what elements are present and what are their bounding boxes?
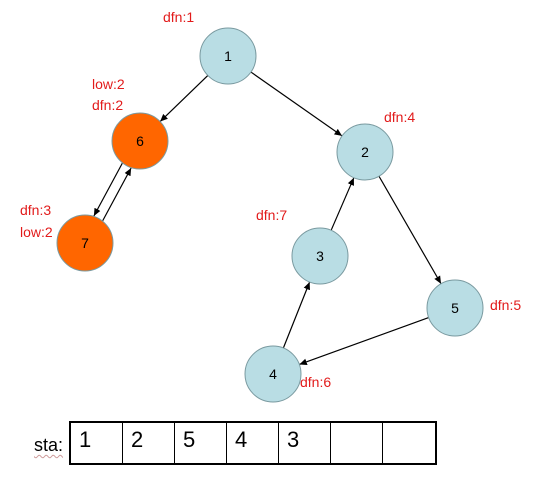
node-label: 3 [316, 248, 324, 264]
stack-title: sta: [34, 435, 64, 455]
node-circle [336, 123, 394, 181]
edge-6-to-7 [93, 162, 123, 217]
node-label: 6 [136, 133, 144, 149]
graph-svg: 1 6 2 7 3 5 4 dfn:1 low:2 dfn:2 dfn:4 dfn:3 low:2 df… [20, 9, 521, 403]
node-circle [111, 112, 169, 170]
stack-container: sta: 1 2 5 4 3 [34, 421, 438, 465]
stack-array: 1 2 5 4 3 [69, 421, 438, 465]
edge-1-to-6 [159, 75, 209, 122]
node-circle [291, 227, 349, 285]
stack-cell [383, 423, 435, 463]
stack-cell: 1 [71, 423, 124, 463]
node-6: 6 [111, 112, 169, 170]
annotation-n6-dfn: dfn:2 [92, 97, 123, 113]
annotation-n4-dfn: dfn:6 [300, 374, 331, 390]
node-label: 5 [451, 300, 459, 316]
edge-7-to-6 [102, 167, 132, 222]
annotation-n1-dfn: dfn:1 [163, 9, 194, 25]
annotation-n2-dfn: dfn:4 [384, 109, 415, 125]
node-label: 2 [361, 144, 369, 160]
annotation-n7-dfn: dfn:3 [20, 202, 51, 218]
stack-cell: 3 [279, 423, 332, 463]
node-2: 2 [336, 123, 394, 181]
stack-cell: 2 [123, 423, 176, 463]
node-1: 1 [199, 27, 257, 85]
node-5: 5 [426, 279, 484, 337]
node-circle [426, 279, 484, 337]
annotation-n7-low: low:2 [20, 224, 53, 240]
node-label: 4 [269, 366, 277, 382]
node-circle [244, 345, 302, 403]
node-circle [199, 27, 257, 85]
edge-2-to-5 [378, 175, 442, 285]
edge-3-to-2 [330, 177, 355, 231]
node-label: 7 [81, 235, 89, 251]
edge-1-to-2 [250, 71, 343, 137]
edge-4-to-3 [282, 281, 311, 349]
annotation-n5-dfn: dfn:5 [490, 297, 521, 313]
node-label: 1 [224, 48, 232, 64]
node-7: 7 [56, 214, 114, 272]
annotation-n3-dfn: dfn:7 [256, 207, 287, 223]
node-4: 4 [244, 345, 302, 403]
stack-cell: 4 [227, 423, 280, 463]
annotation-n6-low: low:2 [92, 76, 125, 92]
stack-cell: 5 [175, 423, 228, 463]
stack-cell [331, 423, 384, 463]
edge-5-to-4 [299, 316, 429, 366]
node-3: 3 [291, 227, 349, 285]
node-circle [56, 214, 114, 272]
